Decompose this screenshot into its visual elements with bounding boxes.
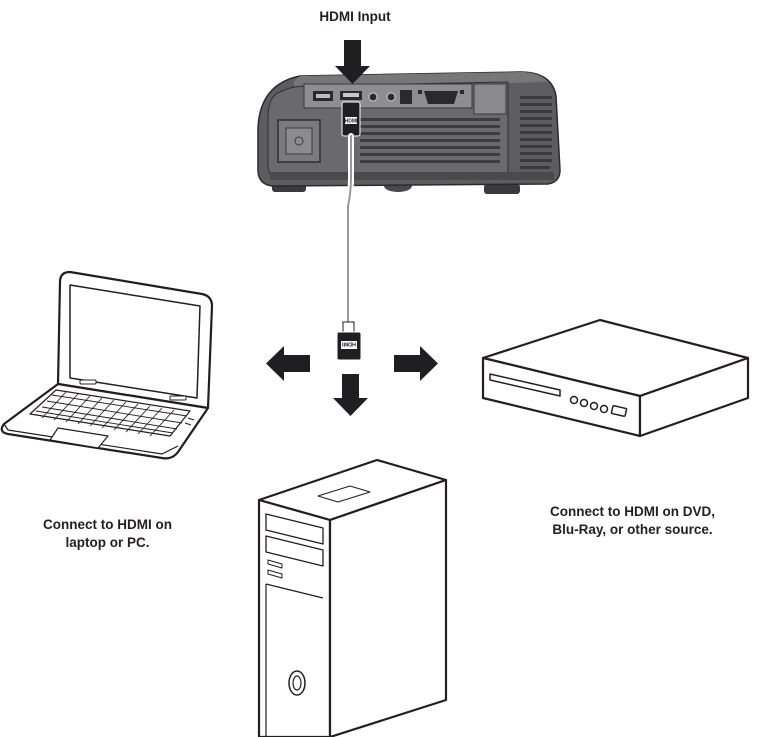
- laptop-caption-line-2: laptop or PC.: [65, 535, 150, 550]
- dvd-caption-line-1: Connect to HDMI on DVD,: [550, 504, 715, 519]
- laptop-caption: Connect to HDMI on laptop or PC.: [20, 516, 195, 552]
- dvd-caption-line-2: Blu-Ray, or other source.: [552, 522, 713, 537]
- arrow-down-icon: [335, 40, 370, 84]
- projector-icon: [257, 71, 561, 194]
- arrow-right-icon: [394, 346, 438, 381]
- arrow-down-icon: [333, 374, 368, 416]
- laptop-icon: [0, 270, 214, 460]
- dvd-caption: Connect to HDMI on DVD, Blu-Ray, or othe…: [515, 503, 750, 539]
- hdmi-input-label: HDMI Input: [319, 9, 391, 24]
- arrow-left-icon: [266, 346, 310, 381]
- hdmi-plug-top-text: HDMI: [345, 119, 358, 125]
- dvd-player-icon: [481, 318, 750, 438]
- hdmi-plug-bottom-text: HDMI: [342, 341, 357, 347]
- desktop-tower-icon: [257, 458, 448, 737]
- hdmi-cable-icon: HDMI HDMI: [336, 101, 362, 361]
- laptop-caption-line-1: Connect to HDMI on: [43, 517, 172, 532]
